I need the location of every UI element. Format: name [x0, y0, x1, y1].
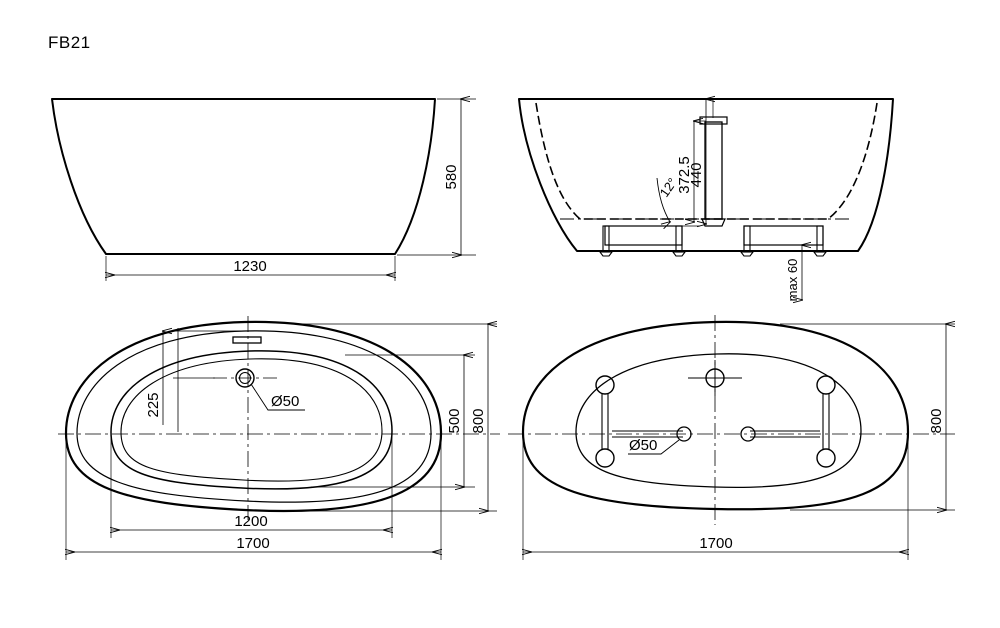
frame-joint-left [676, 426, 692, 442]
plan-rim-inner-edge [76, 330, 432, 503]
foot-pad [816, 375, 836, 395]
frame-assembly-left [595, 375, 683, 468]
bottom-diameter-leader-line [628, 439, 680, 455]
dim-text-1230: 1230 [233, 258, 266, 275]
dim-text-500: 500 [446, 408, 463, 433]
foot-pad [816, 448, 836, 468]
dim-text-372-5: 372.5 [676, 156, 693, 194]
bottom-drain-opening [688, 360, 742, 396]
plan-bowl-inner-edge [120, 358, 383, 482]
bottom-outer-rim [521, 320, 910, 511]
foot [598, 225, 614, 257]
foot-pad [595, 375, 615, 395]
dim-text-800: 800 [470, 408, 487, 433]
dim-text-225: 225 [145, 392, 162, 417]
dim-text-580: 580 [443, 164, 460, 189]
plan-bowl-edge [110, 350, 393, 490]
frame-joint-right [740, 426, 756, 442]
overflow-slot [232, 336, 262, 344]
drain-opening [213, 368, 280, 388]
angle-leader-line [656, 177, 670, 222]
dim-text-1700: 1700 [236, 535, 269, 552]
bottom-bowl-edge [575, 353, 862, 489]
bottom-dim-text-diameter-50: Ø50 [629, 437, 657, 454]
frame-feet [598, 225, 828, 257]
dim-text-max-60: max 60 [785, 259, 800, 302]
bottom-dim-text-1700: 1700 [699, 535, 732, 552]
side-elevation-view: 372.5 440 12° max 60 [518, 99, 894, 302]
page-title: FB21 [48, 33, 91, 52]
front-tub-outline [51, 98, 436, 255]
dim-text-1200: 1200 [234, 513, 267, 530]
diameter-leader-line [250, 383, 305, 411]
foot [812, 225, 828, 257]
frame-assembly-right [750, 375, 836, 468]
top-plan-view: Ø50 225 500 800 1200 [58, 316, 500, 560]
foot-pad [595, 448, 615, 468]
front-elevation-view: 580 1230 [51, 98, 476, 281]
foot [739, 225, 755, 257]
bottom-dim-text-800: 800 [928, 408, 945, 433]
bottom-plan-view: Ø50 800 1700 [508, 315, 955, 560]
dim-text-diameter-50: Ø50 [271, 393, 299, 410]
dim-text-440: 440 [688, 162, 705, 187]
